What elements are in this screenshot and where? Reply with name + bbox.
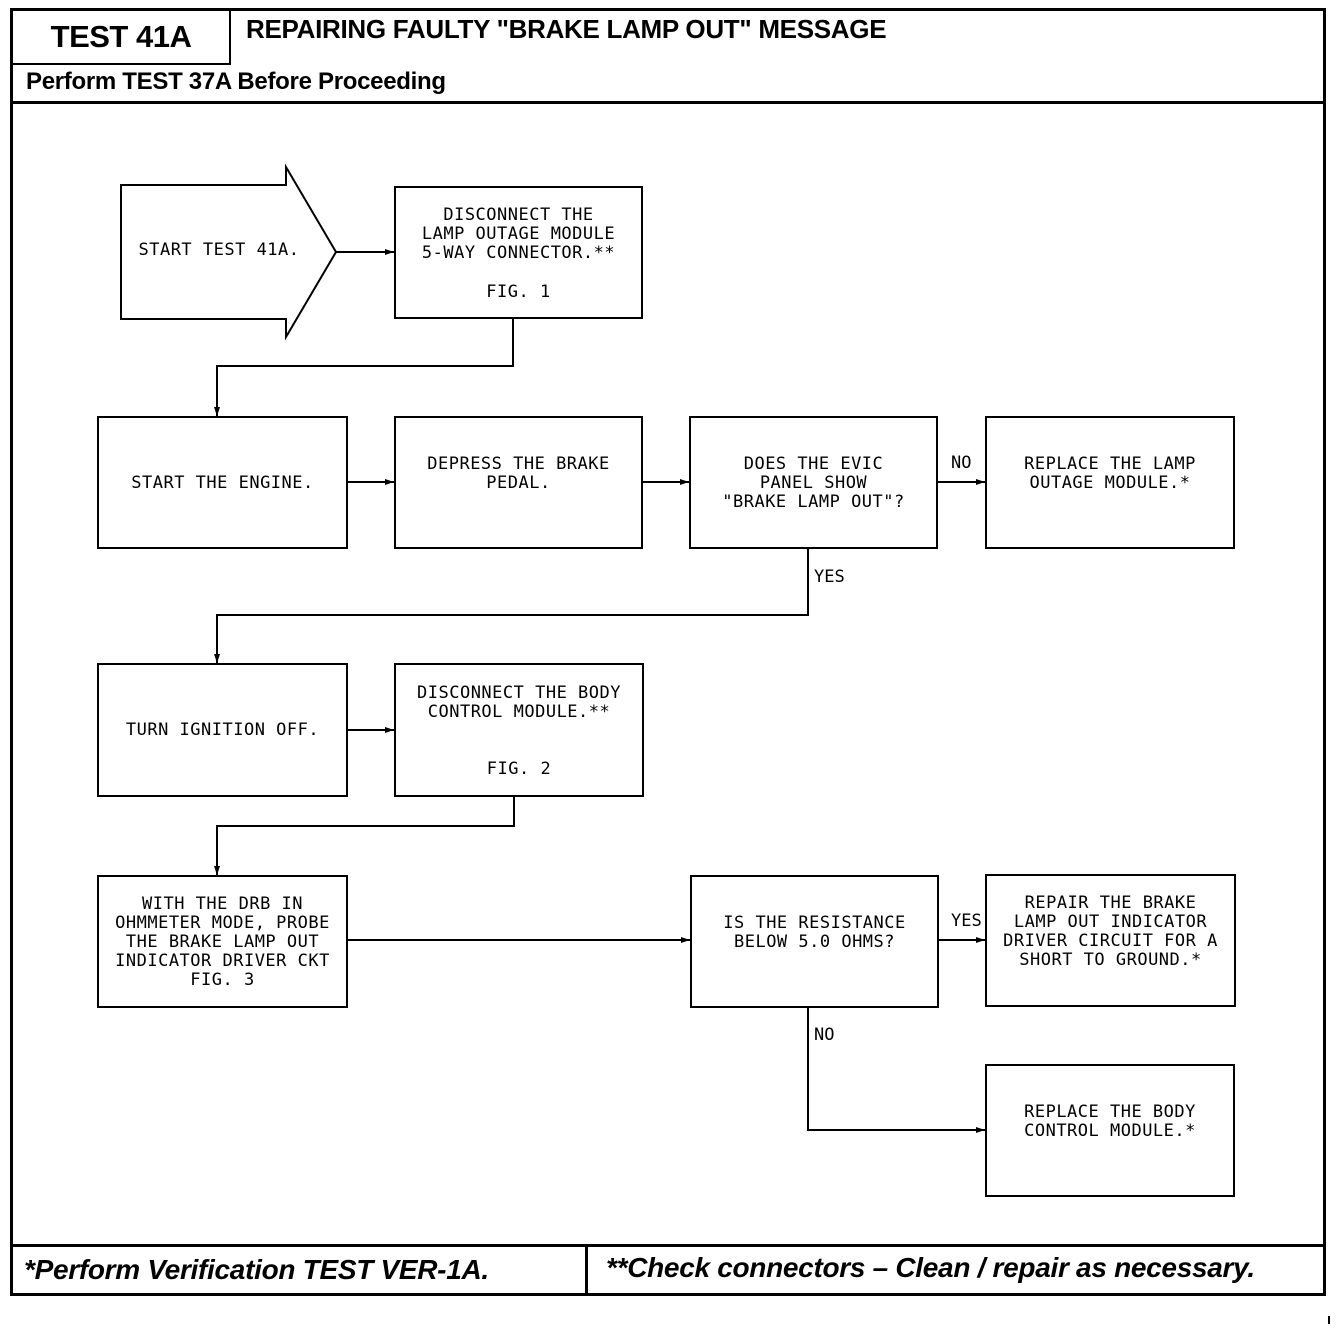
disconnect-lamp-outage-box: DISCONNECT THE LAMP OUTAGE MODULE 5-WAY … xyxy=(394,186,643,319)
replace-bcm-text: REPLACE THE BODY CONTROL MODULE.* xyxy=(1024,1102,1196,1141)
footer-connector-note: **Check connectors – Clean / repair as n… xyxy=(606,1252,1255,1283)
evic-question-text: DOES THE EVIC PANEL SHOW "BRAKE LAMP OUT… xyxy=(722,454,905,512)
replace-lamp-outage-box: REPLACE THE LAMP OUTAGE MODULE.* xyxy=(985,416,1235,549)
page-title: REPAIRING FAULTY "BRAKE LAMP OUT" MESSAG… xyxy=(246,14,887,44)
probe-circuit-text: WITH THE DRB IN OHMMETER MODE, PROBE THE… xyxy=(115,894,330,990)
connector-disconnect-to-engine xyxy=(214,319,514,416)
start-node-text: START TEST 41A. xyxy=(138,240,300,260)
start-engine-box: START THE ENGINE. xyxy=(97,416,348,549)
disconnect-lamp-outage-text: DISCONNECT THE LAMP OUTAGE MODULE 5-WAY … xyxy=(421,205,616,263)
repair-short-text: REPAIR THE BRAKE LAMP OUT INDICATOR DRIV… xyxy=(1003,893,1218,970)
disconnect-bcm-box: DISCONNECT THE BODY CONTROL MODULE.** FI… xyxy=(394,663,644,797)
resistance-question-box: IS THE RESISTANCE BELOW 5.0 OHMS? xyxy=(690,875,939,1008)
replace-bcm-box: REPLACE THE BODY CONTROL MODULE.* xyxy=(985,1064,1235,1197)
footer-verification-note: *Perform Verification TEST VER-1A. xyxy=(24,1254,489,1285)
page-frame xyxy=(10,8,1326,1296)
ignition-off-text: TURN IGNITION OFF. xyxy=(125,720,320,740)
footer-divider xyxy=(585,1244,588,1294)
header-bottom-rule xyxy=(13,101,1324,104)
probe-circuit-box: WITH THE DRB IN OHMMETER MODE, PROBE THE… xyxy=(97,875,348,1008)
start-arrow-shape xyxy=(120,163,338,341)
footer-top-rule xyxy=(13,1244,1324,1247)
connector-evic-yes xyxy=(214,549,809,663)
evic-no-label: NO xyxy=(951,453,972,473)
repair-short-box: REPAIR THE BRAKE LAMP OUT INDICATOR DRIV… xyxy=(985,874,1236,1007)
disconnect-bcm-text: DISCONNECT THE BODY CONTROL MODULE.** xyxy=(417,683,621,722)
scan-mark xyxy=(1328,1316,1330,1324)
resistance-question-text: IS THE RESISTANCE BELOW 5.0 OHMS? xyxy=(723,913,906,952)
replace-lamp-outage-text: REPLACE THE LAMP OUTAGE MODULE.* xyxy=(1024,454,1196,493)
resistance-yes-label: YES xyxy=(951,911,982,931)
fig-1-label: FIG. 1 xyxy=(486,282,551,302)
evic-question-box: DOES THE EVIC PANEL SHOW "BRAKE LAMP OUT… xyxy=(689,416,938,549)
test-id: TEST 41A xyxy=(13,11,231,63)
connector-resistance-no xyxy=(807,1007,985,1133)
depress-brake-box: DEPRESS THE BRAKE PEDAL. xyxy=(394,416,643,549)
header-divider xyxy=(13,63,231,65)
page-subtitle: Perform TEST 37A Before Proceeding xyxy=(26,68,446,95)
fig-2-label: FIG. 2 xyxy=(486,759,552,779)
evic-yes-label: YES xyxy=(814,567,845,587)
ignition-off-box: TURN IGNITION OFF. xyxy=(97,663,348,797)
depress-brake-text: DEPRESS THE BRAKE PEDAL. xyxy=(427,454,610,493)
connector-bcm-to-probe xyxy=(214,797,515,875)
start-engine-text: START THE ENGINE. xyxy=(131,473,314,493)
resistance-no-label: NO xyxy=(814,1025,835,1045)
